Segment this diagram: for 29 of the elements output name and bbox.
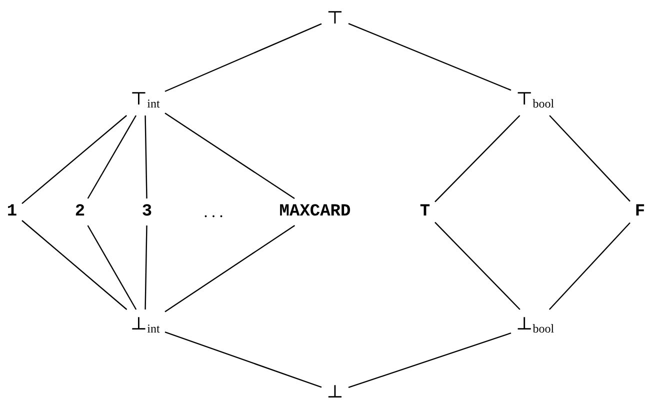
- lattice-element: ⊥$_{int}$: [127, 312, 163, 338]
- lattice-element: ⊤$_{int}$: [127, 86, 163, 114]
- lattice-element: 2: [72, 200, 88, 224]
- connector-line: [549, 115, 630, 202]
- connector-line: [164, 23, 322, 92]
- connector-line: [164, 112, 295, 199]
- lattice-element: ⊥: [324, 380, 346, 404]
- connector-line: [22, 115, 127, 204]
- connector-line: [22, 220, 128, 310]
- lattice-element: 1: [4, 200, 20, 224]
- ellipsis-label: ...: [203, 203, 227, 221]
- lattice-element: ⊥$_{bool}$: [512, 312, 558, 338]
- connector-line: [548, 222, 630, 310]
- lattice-element: T: [416, 200, 434, 224]
- connector-line: [348, 22, 512, 91]
- connector-line: [87, 225, 137, 310]
- connector-line: [164, 225, 296, 312]
- connector-line: [144, 225, 148, 310]
- connector-line: [348, 332, 512, 388]
- lattice-element: ⊤$_{bool}$: [512, 86, 558, 114]
- lattice-element: MAXCARD: [276, 200, 354, 224]
- lattice-element: 3: [138, 200, 156, 224]
- connector-line: [434, 115, 520, 202]
- connector-line: [434, 222, 520, 310]
- connector-line: [144, 115, 148, 199]
- connector-line: [164, 331, 322, 388]
- connector-line: [87, 115, 137, 199]
- lattice-element: F: [632, 200, 648, 224]
- lattice-element: ⊤: [324, 6, 346, 30]
